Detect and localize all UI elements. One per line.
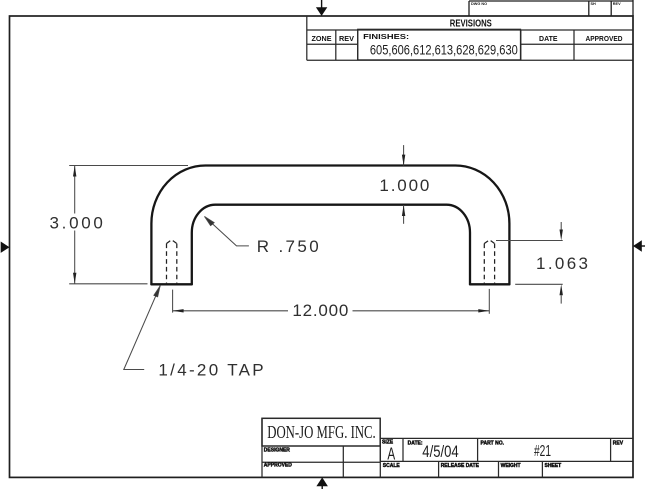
svg-text:RELEASE DATE: RELEASE DATE	[441, 463, 480, 469]
svg-text:REV: REV	[613, 2, 621, 6]
svg-text:DATE:: DATE:	[408, 441, 423, 447]
svg-text:REV: REV	[613, 441, 624, 447]
svg-text:SCALE: SCALE	[383, 463, 401, 469]
svg-text:3.000: 3.000	[50, 213, 103, 232]
svg-text:FINISHES:: FINISHES:	[363, 32, 409, 41]
svg-text:1/4-20 TAP: 1/4-20 TAP	[158, 361, 263, 380]
svg-text:1.063: 1.063	[536, 254, 588, 273]
svg-text:DWG NO: DWG NO	[471, 2, 487, 6]
svg-text:ZONE: ZONE	[312, 34, 332, 43]
svg-text:1.000: 1.000	[379, 176, 429, 195]
svg-text:DESIGNER: DESIGNER	[264, 447, 291, 453]
svg-text:SHEET: SHEET	[545, 463, 562, 469]
svg-text:R .750: R .750	[257, 237, 319, 256]
svg-text:DON-JO MFG. INC.: DON-JO MFG. INC.	[267, 422, 376, 442]
svg-text:605,606,612,613,628,629,630: 605,606,612,613,628,629,630	[370, 42, 518, 58]
svg-text:4/5/04: 4/5/04	[422, 443, 458, 461]
svg-text:SH: SH	[591, 2, 597, 6]
svg-text:#21: #21	[534, 443, 551, 460]
svg-text:REV: REV	[339, 34, 354, 43]
svg-text:A: A	[387, 443, 395, 463]
svg-text:REVISIONS: REVISIONS	[450, 19, 492, 30]
svg-text:APPROVED: APPROVED	[264, 463, 292, 469]
svg-text:APPROVED: APPROVED	[586, 34, 624, 43]
svg-text:SIZE: SIZE	[382, 440, 394, 446]
svg-text:PART NO.: PART NO.	[481, 441, 505, 447]
svg-text:DATE: DATE	[539, 34, 558, 43]
svg-text:12.000: 12.000	[292, 301, 348, 320]
svg-text:WEIGHT: WEIGHT	[501, 463, 521, 469]
